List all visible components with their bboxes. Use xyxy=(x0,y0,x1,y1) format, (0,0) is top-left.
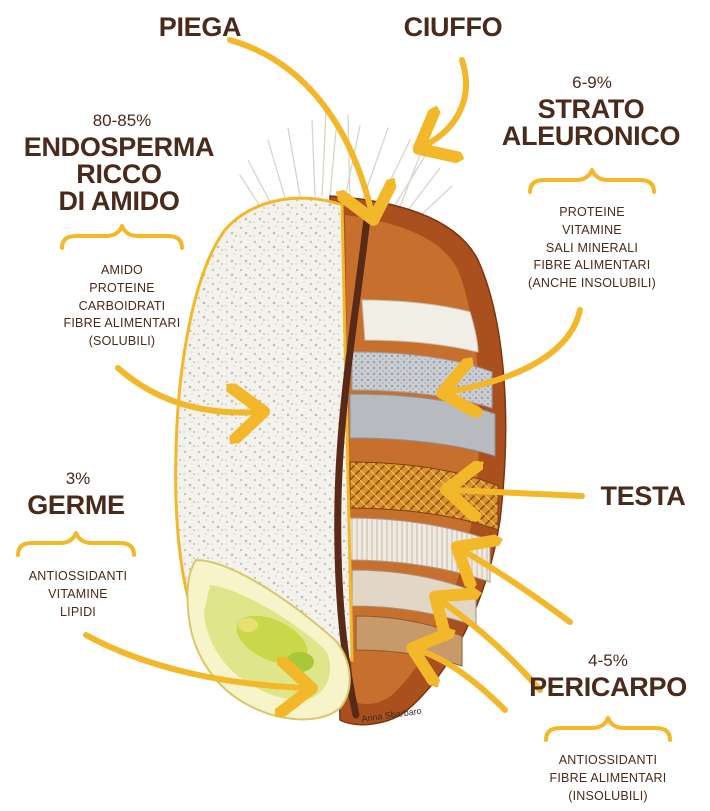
brace-pericarpo xyxy=(544,716,672,742)
label-ciuffo: CIUFFO xyxy=(403,12,503,42)
list-item: FIBRE ALIMENTARI xyxy=(549,770,667,785)
brace-germe xyxy=(16,531,136,557)
brace-endosperma xyxy=(60,224,184,250)
title-endosperma-line-2: RICCO xyxy=(76,159,162,189)
arrow-pericarpo-2 xyxy=(440,600,543,693)
label-testa: TESTA xyxy=(600,481,686,511)
list-item: VITAMINE xyxy=(48,586,108,601)
label-piega: PIEGA xyxy=(158,12,242,42)
title-aleuronico-line-1: STRATO xyxy=(537,94,645,124)
arrow-ciuffo xyxy=(424,57,469,146)
list-item: (SOLUBILI) xyxy=(88,334,156,348)
list-item: PROTEINE xyxy=(89,280,155,295)
arrow-pericarpo-3 xyxy=(418,650,508,713)
list-item: ANTIOSSIDANTI xyxy=(28,569,128,583)
title-pericarpo: PERICARPO xyxy=(529,672,687,702)
title-endosperma: ENDOSPERMA RICCO DI AMIDO xyxy=(0,134,238,215)
arrow-piega xyxy=(227,37,372,214)
list-item: CARBOIDRATI xyxy=(78,298,166,313)
title-endosperma-line-3: DI AMIDO xyxy=(58,186,180,216)
percent-pericarpo: 4-5% xyxy=(588,651,628,670)
list-item: SALI MINERALI xyxy=(545,240,639,255)
percent-aleuronico: 6-9% xyxy=(572,73,612,92)
list-item: (ANCHE INSOLUBILI) xyxy=(528,276,656,290)
percent-germe: 3% xyxy=(65,469,91,488)
title-aleuronico-line-2: ALEURONICO xyxy=(501,121,681,151)
list-item: (INSOLUBILI) xyxy=(568,788,648,803)
percent-endosperma: 80-85% xyxy=(92,111,152,130)
title-germe: GERME xyxy=(27,490,125,520)
arrows xyxy=(83,37,585,713)
arrow-testa xyxy=(452,490,585,496)
arrow-germe xyxy=(83,632,306,688)
arrow-endosperma xyxy=(115,365,258,412)
list-item: FIBRE ALIMENTARI xyxy=(63,316,181,331)
list-germe: ANTIOSSIDANTI VITAMINE LIPIDI xyxy=(0,568,156,621)
list-item: VITAMINE xyxy=(562,222,622,237)
list-item: AMIDO xyxy=(101,263,143,277)
title-endosperma-line-1: ENDOSPERMA xyxy=(23,132,215,162)
list-item: LIPIDI xyxy=(60,604,96,619)
list-item: ANTIOSSIDANTI xyxy=(558,753,658,767)
list-item: FIBRE ALIMENTARI xyxy=(533,258,651,273)
list-endosperma: AMIDO PROTEINE CARBOIDRATI FIBRE ALIMENT… xyxy=(22,262,222,351)
title-aleuronico: STRATO ALEURONICO xyxy=(480,96,702,150)
braces xyxy=(16,168,672,742)
list-pericarpo: ANTIOSSIDANTI FIBRE ALIMENTARI (INSOLUBI… xyxy=(508,752,708,805)
list-aleuronico: PROTEINE VITAMINE SALI MINERALI FIBRE AL… xyxy=(492,204,692,293)
arrow-pericarpo-1 xyxy=(462,550,573,625)
list-item: PROTEINE xyxy=(559,205,625,219)
brace-aleuronico xyxy=(528,168,656,194)
arrow-aleuronico xyxy=(448,307,583,392)
